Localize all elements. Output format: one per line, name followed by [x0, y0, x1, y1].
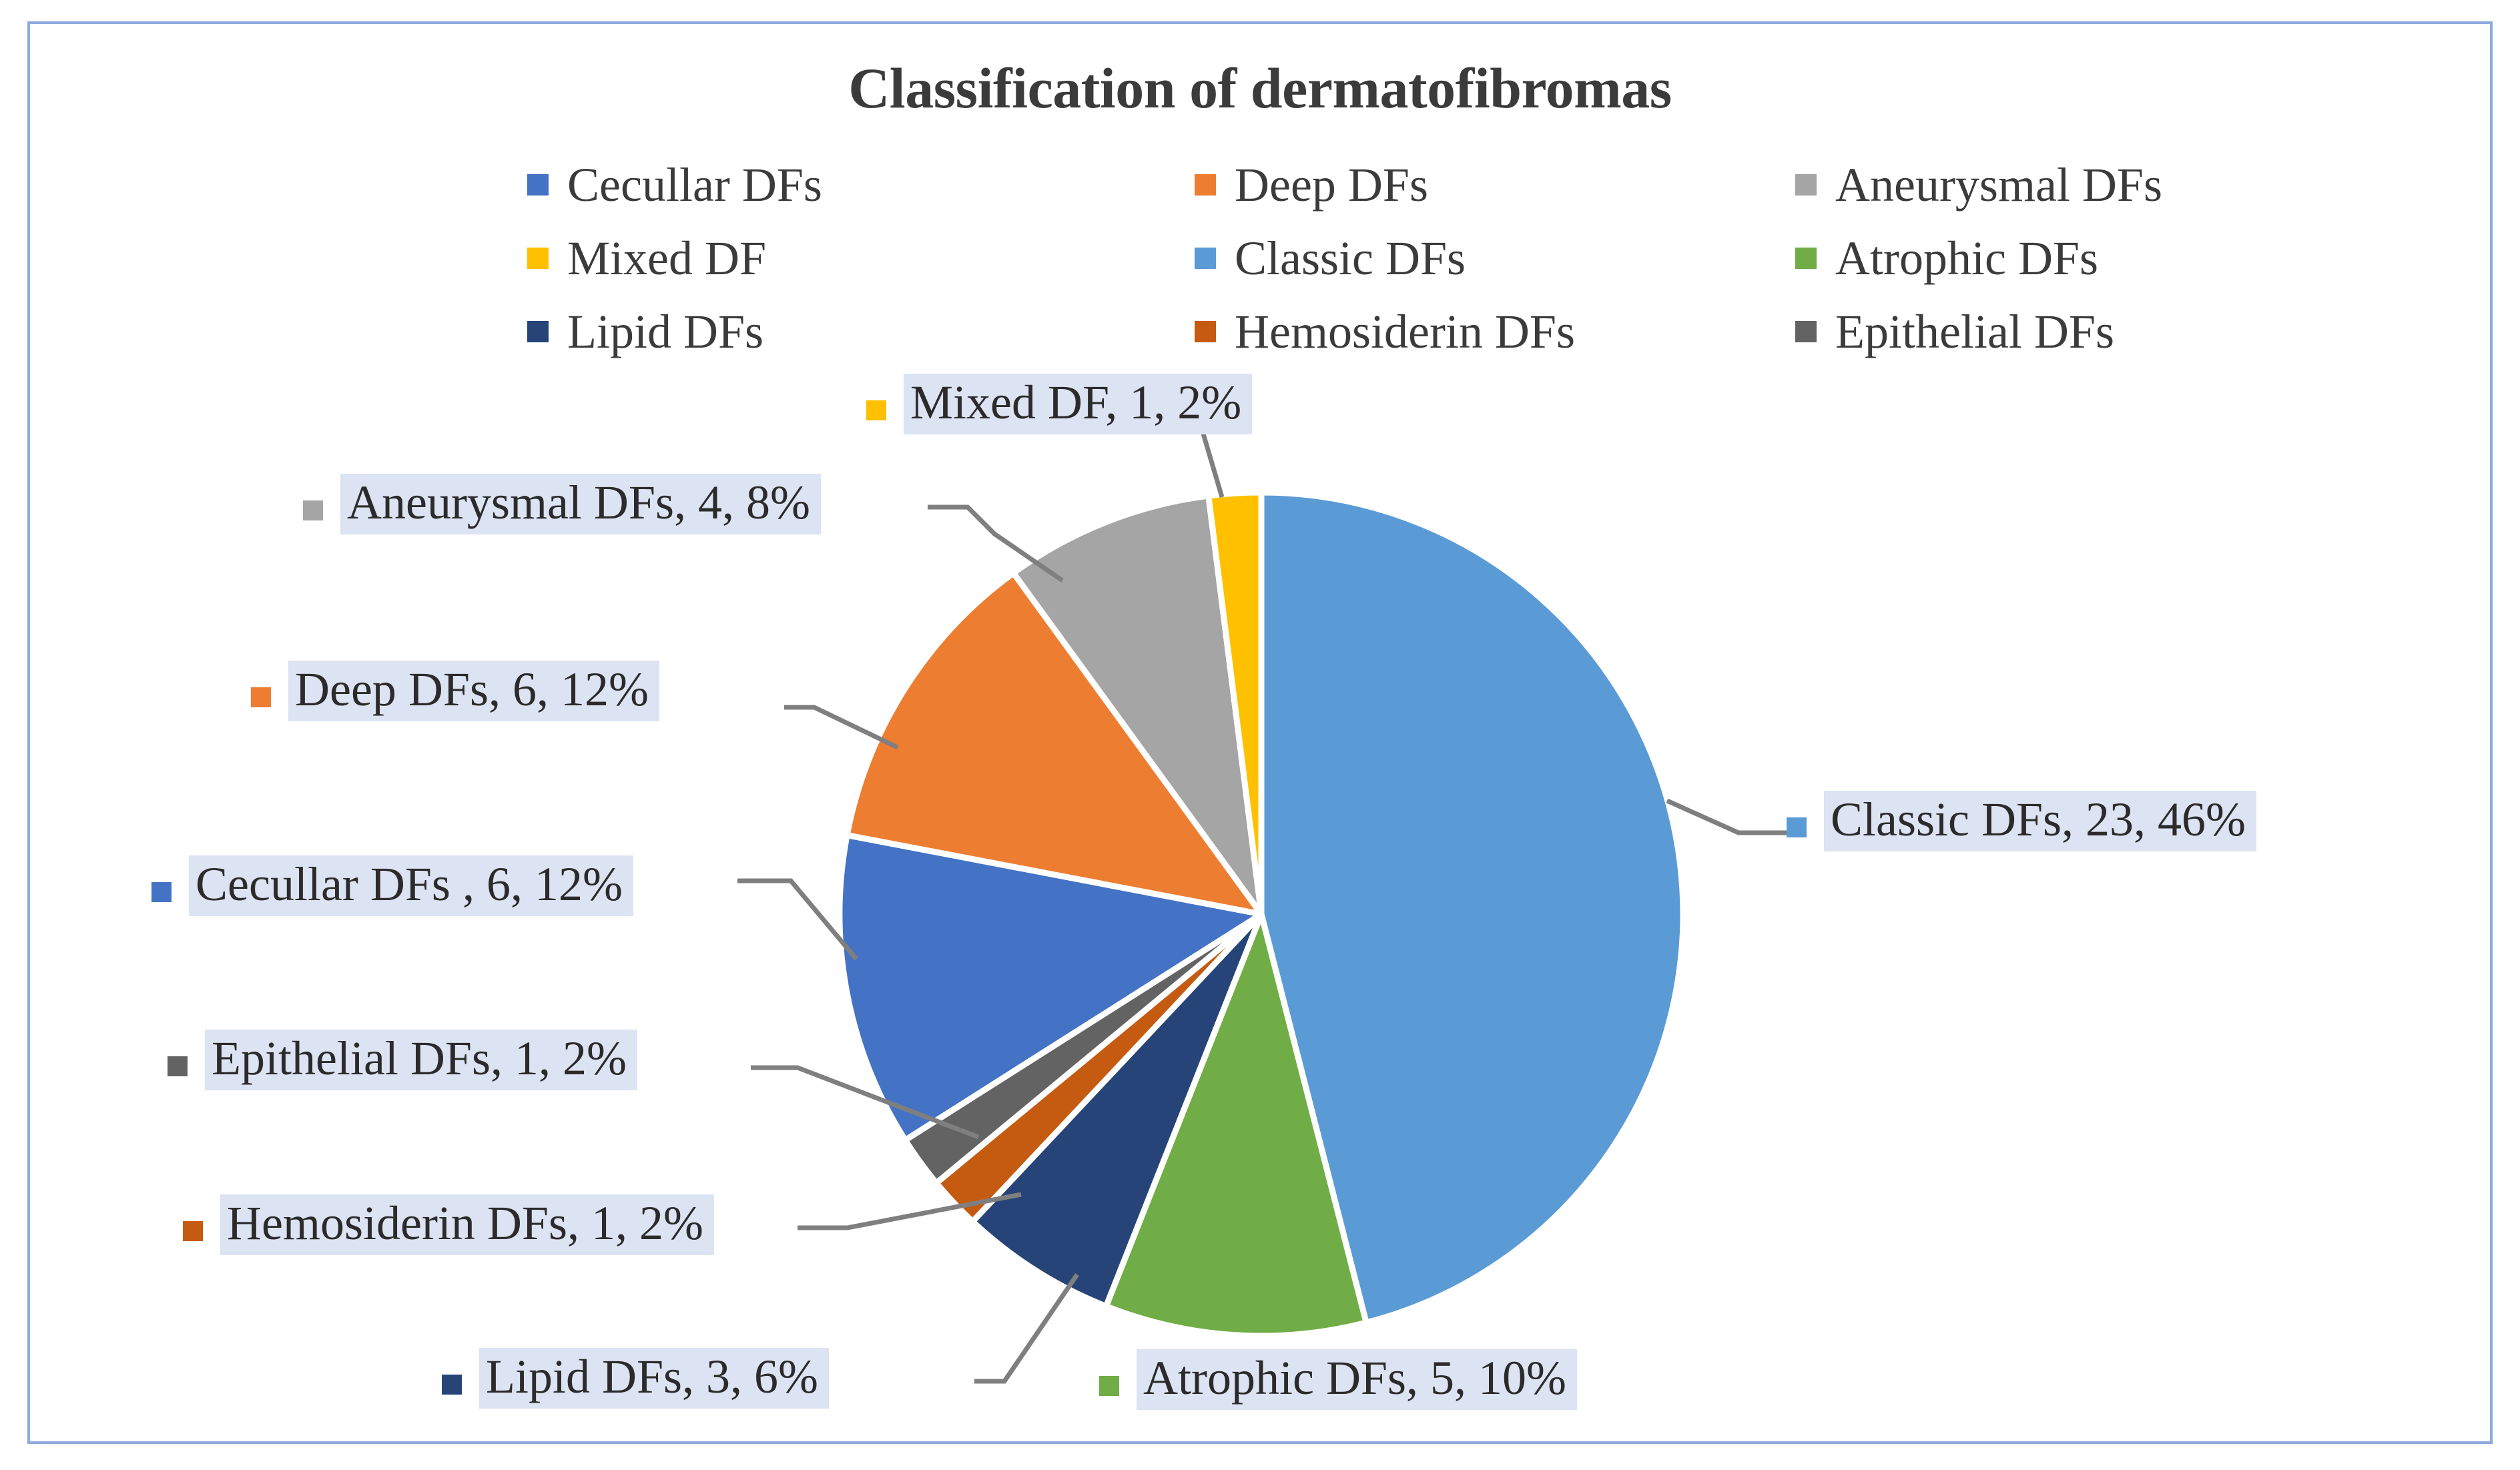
- legend-item-label: Aneurysmal DFs: [1835, 158, 2162, 212]
- legend-item-label: Deep DFs: [1235, 158, 1428, 212]
- legend-item-deep-dfs[interactable]: Deep DFs: [1195, 161, 1795, 209]
- data-label-classic-dfs: Classic DFs, 23, 46%: [1787, 791, 2257, 851]
- data-label-text: Mixed DF, 1, 2%: [910, 376, 1242, 429]
- data-label-text: Aneurysmal DFs, 4, 8%: [347, 476, 810, 529]
- data-label-text: Hemosiderin DFs, 1, 2%: [227, 1196, 703, 1250]
- data-label-aneurysmal-dfs: Aneurysmal DFs, 4, 8%: [303, 474, 821, 534]
- legend-item-label: Hemosiderin DFs: [1235, 305, 1575, 358]
- legend-item-label: Lipid DFs: [567, 305, 764, 358]
- data-label-cecullar-dfs: Cecullar DFs , 6, 12%: [151, 855, 633, 916]
- legend-item-label: Atrophic DFs: [1835, 232, 2098, 285]
- legend-item-atrophic-dfs[interactable]: Atrophic DFs: [1795, 234, 2329, 282]
- data-label-marker-icon: [303, 500, 323, 520]
- legend-swatch-icon: [1195, 174, 1216, 196]
- legend-row: Lipid DFs Hemosiderin DFs Epithelial DFs: [527, 295, 2329, 368]
- data-label-mixed-df: Mixed DF, 1, 2%: [866, 374, 1253, 434]
- legend-item-label: Epithelial DFs: [1835, 305, 2114, 358]
- data-label-marker-icon: [1787, 817, 1807, 837]
- legend-item-cecullar-dfs[interactable]: Cecullar DFs: [527, 161, 1195, 209]
- legend-swatch-icon: [1795, 321, 1817, 342]
- legend-item-label: Mixed DF: [567, 232, 767, 285]
- data-label-marker-icon: [168, 1056, 188, 1076]
- data-label-deep-dfs: Deep DFs, 6, 12%: [251, 661, 659, 721]
- data-label-marker-icon: [1099, 1376, 1119, 1396]
- data-label-text: Classic DFs, 23, 46%: [1831, 793, 2246, 846]
- legend-swatch-icon: [527, 321, 549, 342]
- legend-item-lipid-dfs[interactable]: Lipid DFs: [527, 308, 1195, 356]
- data-label-text: Cecullar DFs , 6, 12%: [196, 857, 623, 911]
- legend-row: Cecullar DFs Deep DFs Aneurysmal DFs: [527, 148, 2329, 222]
- data-label-marker-icon: [151, 882, 172, 902]
- data-label-marker-icon: [251, 687, 271, 707]
- legend-item-label: Classic DFs: [1235, 232, 1466, 285]
- legend-item-mixed-df[interactable]: Mixed DF: [527, 234, 1195, 282]
- legend-row: Mixed DF Classic DFs Atrophic DFs: [527, 222, 2329, 295]
- data-label-text: Deep DFs, 6, 12%: [295, 663, 649, 716]
- legend-swatch-icon: [1795, 248, 1817, 269]
- legend-swatch-icon: [527, 248, 549, 269]
- page-title: Classification of dermatofibromas: [848, 56, 1672, 120]
- data-label-text: Atrophic DFs, 5, 10%: [1143, 1351, 1566, 1405]
- data-label-atrophic-dfs: Atrophic DFs, 5, 10%: [1099, 1349, 1577, 1410]
- legend-swatch-icon: [1195, 248, 1216, 269]
- data-label-text: Epithelial DFs, 1, 2%: [212, 1032, 627, 1085]
- legend-item-label: Cecullar DFs: [567, 158, 822, 212]
- data-label-epithelial-dfs: Epithelial DFs, 1, 2%: [168, 1030, 637, 1090]
- legend-item-hemosiderin-dfs[interactable]: Hemosiderin DFs: [1195, 308, 1795, 356]
- data-label-marker-icon: [442, 1375, 462, 1395]
- legend-swatch-icon: [1795, 174, 1817, 196]
- chart-legend: Cecullar DFs Deep DFs Aneurysmal DFs Mix…: [527, 148, 2329, 368]
- legend-swatch-icon: [527, 174, 549, 196]
- legend-item-aneurysmal-dfs[interactable]: Aneurysmal DFs: [1795, 161, 2329, 209]
- legend-item-classic-dfs[interactable]: Classic DFs: [1195, 234, 1795, 282]
- data-label-marker-icon: [866, 400, 886, 420]
- data-label-text: Lipid DFs, 3, 6%: [486, 1350, 819, 1403]
- data-label-hemosiderin-dfs: Hemosiderin DFs, 1, 2%: [183, 1194, 714, 1255]
- data-label-marker-icon: [183, 1221, 203, 1241]
- legend-swatch-icon: [1195, 321, 1216, 342]
- data-label-lipid-dfs: Lipid DFs, 3, 6%: [442, 1348, 830, 1409]
- legend-item-epithelial-dfs[interactable]: Epithelial DFs: [1795, 308, 2329, 356]
